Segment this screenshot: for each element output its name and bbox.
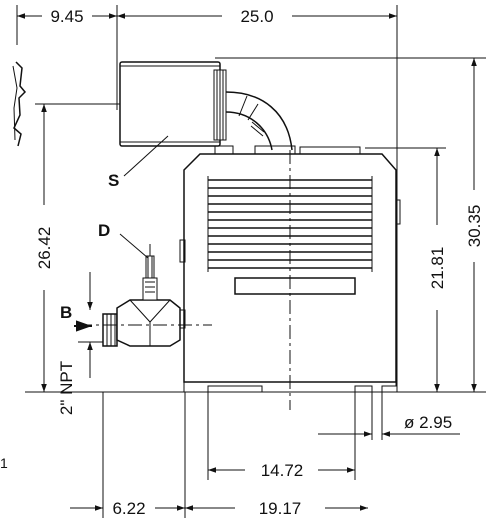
dim-25-0: 25.0: [240, 7, 273, 26]
label-s: S: [108, 171, 119, 190]
label-b: B: [60, 303, 72, 322]
dim-6-22: 6.22: [112, 499, 145, 518]
dim-21-81: 21.81: [428, 247, 447, 290]
label-d: D: [98, 221, 110, 240]
corner-number: 1: [0, 455, 8, 471]
dim-9-45: 9.45: [50, 7, 83, 26]
dim-diameter-2-95: ø 2.95: [404, 413, 452, 432]
dim-19-17: 19.17: [259, 499, 302, 518]
dim-14-72: 14.72: [261, 461, 304, 480]
dim-26-42: 26.42: [35, 227, 54, 270]
dim-2-npt: 2" NPT: [57, 361, 76, 415]
dim-30-35: 30.35: [465, 205, 484, 248]
